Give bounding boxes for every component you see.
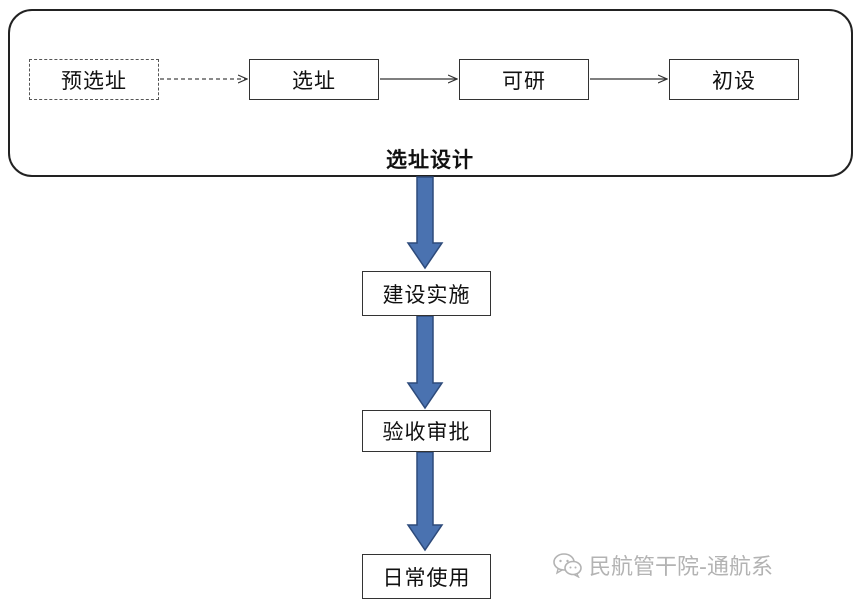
- node-daily-use: 日常使用: [362, 554, 491, 599]
- node-construction-label: 建设实施: [382, 282, 471, 307]
- node-pre-site-selection: 预选址: [29, 59, 159, 100]
- node-acceptance-approval-label: 验收审批: [382, 420, 471, 444]
- watermark: 民航管干院-通航系: [553, 549, 773, 581]
- node-preliminary-design-label: 初设: [712, 68, 756, 93]
- watermark-text: 民航管干院-通航系: [589, 555, 773, 580]
- node-daily-use-label: 日常使用: [382, 565, 471, 590]
- node-site-selection-label: 选址: [292, 68, 336, 93]
- node-site-selection: 选址: [249, 59, 379, 100]
- node-construction: 建设实施: [362, 271, 491, 316]
- node-pre-site-selection-label: 预选址: [61, 68, 127, 93]
- block-arrow-acceptance-to-daily-use: [406, 451, 444, 552]
- node-preliminary-design: 初设: [669, 59, 799, 100]
- container-title: 选址设计: [386, 148, 474, 172]
- wechat-icon: [553, 553, 582, 578]
- block-arrow-design-to-construction: [406, 176, 444, 270]
- node-acceptance-approval: 验收审批: [362, 410, 491, 452]
- node-feasibility-study: 可研: [459, 59, 589, 100]
- node-feasibility-study-label: 可研: [502, 68, 546, 93]
- block-arrow-construction-to-acceptance: [406, 315, 444, 410]
